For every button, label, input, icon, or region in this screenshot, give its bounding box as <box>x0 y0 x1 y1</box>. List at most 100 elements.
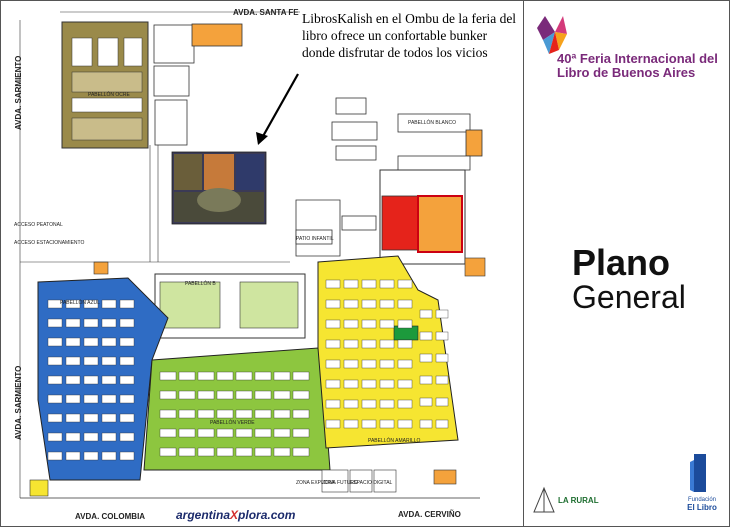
stand <box>197 371 215 381</box>
stand <box>197 409 215 419</box>
stand <box>325 279 341 289</box>
street-santa-fe: AVDA. SANTA FE <box>233 8 299 17</box>
stand <box>235 371 253 381</box>
stand <box>119 432 135 442</box>
label-pabellon-blanco: PABELLÓN BLANCO <box>408 120 456 126</box>
stand <box>159 409 177 419</box>
stand <box>65 356 81 366</box>
stand <box>197 390 215 400</box>
site-credit[interactable]: argentinaXplora.com <box>176 508 295 522</box>
stands-grid <box>47 279 449 461</box>
label-pabellon-amarillo: PABELLÓN AMARILLO <box>368 438 421 444</box>
stand <box>379 319 395 329</box>
pabellon-b <box>154 273 306 339</box>
stand <box>47 413 63 423</box>
stand <box>47 394 63 404</box>
stand <box>343 319 359 329</box>
stand <box>216 409 234 419</box>
stand <box>101 299 117 309</box>
stand <box>119 318 135 328</box>
stand <box>178 371 196 381</box>
stand <box>419 397 433 407</box>
stand <box>197 447 215 457</box>
stand <box>379 379 395 389</box>
stand <box>343 419 359 429</box>
stand <box>119 299 135 309</box>
stand <box>435 397 449 407</box>
label-pabellon-b: PABELLÓN B <box>185 281 216 287</box>
street-cervino: AVDA. CERVIÑO <box>398 510 461 519</box>
stand <box>83 337 99 347</box>
stand <box>83 299 99 309</box>
stand <box>101 318 117 328</box>
stand <box>379 339 395 349</box>
fundacion-big: El Libro <box>687 503 717 512</box>
stand <box>435 309 449 319</box>
stand <box>343 399 359 409</box>
stand <box>397 299 413 309</box>
stand <box>435 375 449 385</box>
stand <box>216 447 234 457</box>
stand <box>47 375 63 385</box>
stand <box>325 399 341 409</box>
stand <box>325 379 341 389</box>
stand <box>343 279 359 289</box>
stand <box>273 390 291 400</box>
street-colombia: AVDA. COLOMBIA <box>75 512 146 521</box>
stand <box>101 375 117 385</box>
sala-red <box>381 195 421 251</box>
stand <box>235 409 253 419</box>
stand <box>292 390 310 400</box>
stand <box>178 447 196 457</box>
stand <box>47 356 63 366</box>
stand <box>254 371 272 381</box>
stand <box>83 318 99 328</box>
stand <box>65 375 81 385</box>
stand <box>235 428 253 438</box>
stand <box>159 390 177 400</box>
stand <box>397 319 413 329</box>
stand <box>159 371 177 381</box>
stand <box>235 390 253 400</box>
stand <box>325 419 341 429</box>
stand <box>216 390 234 400</box>
stand <box>292 409 310 419</box>
label-pabellon-azul: PABELLÓN AZUL <box>60 300 100 306</box>
stand <box>379 399 395 409</box>
stand <box>325 359 341 369</box>
stand <box>273 409 291 419</box>
stand <box>65 299 81 309</box>
credit-x: X <box>230 508 239 522</box>
stand <box>325 339 341 349</box>
stand <box>83 375 99 385</box>
stand <box>65 432 81 442</box>
stand <box>292 371 310 381</box>
stand <box>379 419 395 429</box>
pointer-arrow <box>261 73 299 139</box>
stand <box>178 428 196 438</box>
stand <box>361 399 377 409</box>
stand <box>178 409 196 419</box>
stand <box>197 428 215 438</box>
sala-orange-top <box>191 23 243 47</box>
panel-divider <box>523 0 524 527</box>
stand <box>435 353 449 363</box>
street-sarmiento-top: AVDA. SARMIENTO <box>14 55 23 130</box>
stand <box>325 319 341 329</box>
kalish-annotation: LibrosKalish en el Ombu de la feria del … <box>302 11 517 60</box>
label-acceso-peatonal: ACCESO PEATONAL <box>14 222 63 228</box>
stand <box>119 375 135 385</box>
stand <box>435 419 449 429</box>
stand <box>343 379 359 389</box>
stand <box>47 318 63 328</box>
stand <box>419 309 433 319</box>
stand <box>397 279 413 289</box>
stand <box>343 299 359 309</box>
stand <box>159 428 177 438</box>
stand <box>83 451 99 461</box>
stand <box>101 337 117 347</box>
stand <box>419 375 433 385</box>
stand <box>273 371 291 381</box>
plan-title-line2: General <box>572 279 686 315</box>
stand <box>254 428 272 438</box>
